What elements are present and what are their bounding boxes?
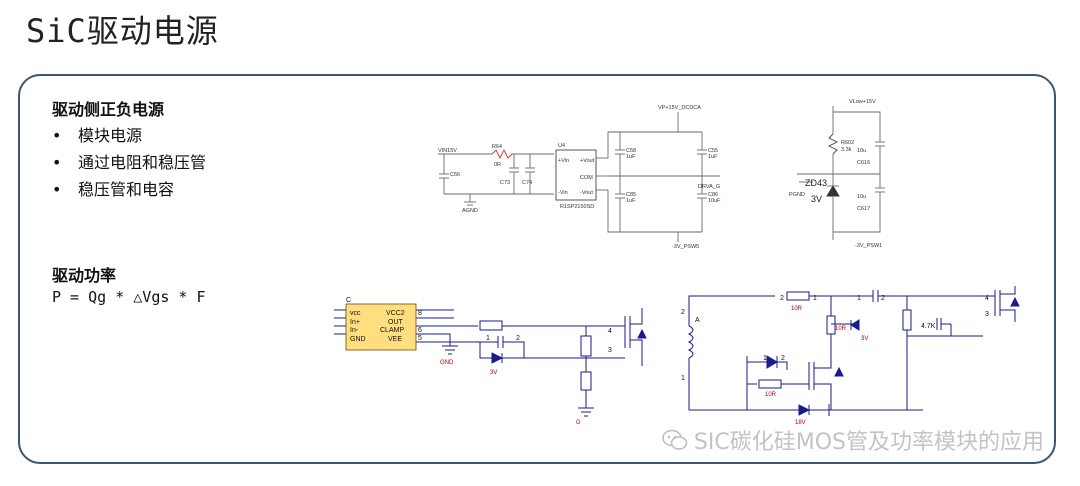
drive-power-formula: P = Qg * △Vgs * F [52,288,206,306]
bullet-item: •模块电源 [52,126,143,145]
svg-text:10u: 10u [857,148,866,154]
bullet-item: •通过电阻和稳压管 [52,153,207,172]
svg-text:OUT: OUT [388,319,404,326]
svg-text:ZD43: ZD43 [805,178,827,188]
schematic-transformer-drive: A 2 1 1 2 4.7K 4 3 2 1 1 2 10R 10R 3V 10… [681,286,1020,426]
svg-text:1uF: 1uF [626,198,636,204]
svg-text:0R: 0R [494,162,501,168]
svg-text:C73: C73 [500,180,510,186]
svg-text:PGND: PGND [789,192,805,198]
svg-text:10uF: 10uF [708,198,721,204]
svg-text:U4: U4 [558,143,565,149]
svg-text:2: 2 [881,295,885,302]
svg-text:VLow+15V: VLow+15V [849,99,876,105]
svg-text:A: A [695,317,700,324]
page-title: SiC驱动电源 [26,12,219,50]
svg-text:C56: C56 [450,172,460,178]
svg-text:3V: 3V [490,370,497,376]
content-panel [18,74,1056,464]
svg-text:1: 1 [486,335,490,342]
svg-text:3V: 3V [811,194,822,204]
svg-text:COM: COM [580,175,593,181]
schematic-zener-split: VLow+15V R602 3.3k 10u C616 10u C617 -3V… [789,99,885,249]
svg-text:8: 8 [418,310,422,317]
svg-text:4: 4 [608,328,612,335]
svg-text:1: 1 [813,295,817,302]
svg-text:C58: C58 [626,148,636,154]
bullet-item: •稳压管和电容 [52,180,175,199]
svg-text:+Vout: +Vout [580,158,595,164]
svg-text:2: 2 [780,295,784,302]
svg-text:VIN15V: VIN15V [438,148,457,154]
bullet-list: •模块电源 •通过电阻和稳压管 •稳压管和电容 [52,122,206,203]
svg-text:1uF: 1uF [626,154,636,160]
svg-text:1: 1 [857,295,861,302]
svg-text:+Vin: +Vin [558,158,569,164]
svg-text:AGND: AGND [462,208,478,214]
svg-text:-Vin: -Vin [558,190,568,196]
svg-text:DRVA_G: DRVA_G [698,184,720,190]
svg-text:10u: 10u [857,194,866,200]
wechat-icon [662,429,688,450]
svg-text:5: 5 [418,335,422,342]
svg-text:VP+15V_DCDCA: VP+15V_DCDCA [658,105,701,111]
svg-text:C74: C74 [522,180,532,186]
svg-text:GND: GND [350,336,366,343]
watermark-text: SIC碳化硅MOS管及功率模块的应用 [693,430,1044,455]
svg-text:4.7K: 4.7K [921,323,936,330]
svg-text:R64: R64 [492,144,502,150]
svg-text:VEE: VEE [388,336,402,343]
svg-text:-3V_PSW5: -3V_PSW5 [672,244,699,250]
svg-text:10R: 10R [835,326,847,332]
svg-text:3.3k: 3.3k [841,147,852,153]
svg-text:1: 1 [763,355,767,362]
svg-text:2: 2 [516,335,520,342]
svg-text:C55: C55 [708,148,718,154]
svg-text:3V: 3V [861,336,868,342]
svg-text:CLAMP: CLAMP [380,327,404,334]
svg-text:18V: 18V [795,420,806,426]
svg-text:C85: C85 [626,192,636,198]
svg-text:1uF: 1uF [708,154,718,160]
svg-text:10R: 10R [765,392,777,398]
svg-text:2: 2 [681,309,685,316]
svg-text:4: 4 [985,295,989,302]
svg-text:R602: R602 [841,140,854,146]
svg-text:C86: C86 [708,192,718,198]
svg-text:In-: In- [350,327,359,334]
svg-text:3: 3 [608,347,612,354]
watermark: SIC碳化硅MOS管及功率模块的应用 [662,424,1044,456]
svg-text:R1SP2150SD: R1SP2150SD [560,204,594,210]
svg-text:VCC2: VCC2 [386,310,405,317]
svg-text:-3V_PSW1: -3V_PSW1 [855,243,882,249]
svg-text:-Vout: -Vout [580,190,593,196]
section-heading-power-supply: 驱动侧正负电源 [52,100,165,119]
svg-text:6: 6 [418,327,422,334]
svg-text:C: C [346,297,351,304]
svg-text:3: 3 [985,311,989,318]
svg-text:10R: 10R [791,306,803,312]
svg-text:C617: C617 [857,206,870,212]
svg-text:1: 1 [681,375,685,382]
svg-text:GND: GND [440,360,454,366]
svg-text:G: G [576,420,581,426]
schematic-gate-driver: C vcc In+ In- GND VCC2 OUT CLAMP VEE 8 6… [334,297,647,426]
section-heading-drive-power: 驱动功率 [52,266,117,285]
svg-text:vcc: vcc [350,310,361,317]
svg-text:In+: In+ [350,319,360,326]
schematic-dcdc-supply: VIN15V R64 0R C56 C73 C74 AGND U4 +Vin +… [438,105,721,250]
svg-text:2: 2 [781,355,785,362]
svg-text:C616: C616 [857,160,870,166]
